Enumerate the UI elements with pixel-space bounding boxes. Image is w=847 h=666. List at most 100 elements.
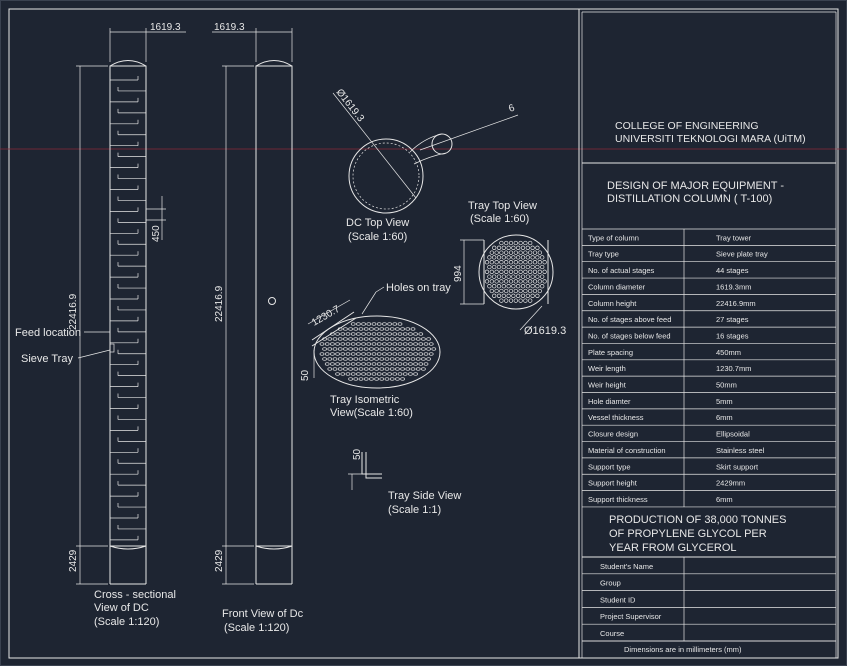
iso-hole: [340, 372, 346, 376]
support-dimension-2: 2429: [214, 549, 225, 572]
iso-hole: [366, 352, 372, 356]
tray-hole: [516, 245, 521, 250]
iso-hole: [327, 357, 333, 361]
iso-hole: [332, 367, 338, 371]
iso-hole: [335, 332, 340, 336]
tray-hole: [523, 250, 528, 255]
iso-hole: [387, 352, 392, 356]
iso-hole: [387, 332, 392, 336]
tray-hole: [508, 288, 514, 294]
iso-hole: [413, 332, 418, 336]
spec-value: 1619.3mm: [716, 282, 751, 291]
iso-hole: [319, 352, 325, 356]
tray-top-view: 994 Ø1619.3 Tray Top View (Scale 1:60): [453, 200, 566, 337]
iso-hole: [327, 337, 333, 341]
iso-hole: [389, 377, 395, 381]
iso-hole: [361, 342, 366, 346]
iso-hole: [413, 362, 418, 366]
spec-value: 5mm: [716, 397, 733, 406]
iso-hole: [332, 337, 338, 341]
iso-hole: [358, 367, 364, 371]
spec-value: Ellipsoidal: [716, 430, 750, 439]
tray-hole: [523, 269, 528, 274]
iso-hole: [379, 367, 385, 371]
iso-hole: [387, 342, 392, 346]
iso-hole: [405, 327, 411, 331]
tray-hole: [504, 250, 509, 255]
iso-hole: [395, 327, 400, 331]
tray-hole: [506, 264, 511, 270]
tray-hole: [535, 264, 540, 270]
iso-hole: [371, 322, 377, 326]
iso-hole: [345, 332, 351, 336]
iso-hole: [395, 357, 400, 361]
tray-hole: [535, 274, 540, 279]
tray-hole: [506, 274, 511, 279]
tray-hole: [508, 279, 514, 284]
tray-hole: [523, 298, 528, 303]
tray-hole: [511, 284, 516, 289]
iso-hole: [418, 362, 424, 366]
iso-hole: [363, 347, 369, 351]
iso-hole: [389, 337, 395, 341]
iso-hole: [402, 332, 408, 336]
tray-hole: [516, 255, 521, 260]
tray-hole: [508, 250, 514, 255]
iso-hole: [431, 347, 437, 351]
iso-hole: [345, 372, 351, 376]
tray-hole: [501, 284, 506, 289]
iso-hole: [405, 337, 411, 341]
iso-hole: [353, 327, 359, 331]
iso-hole: [397, 322, 403, 326]
tray-hole: [508, 260, 514, 265]
front-view-caption-1: Front View of Dc: [222, 608, 304, 620]
iso-hole: [389, 367, 395, 371]
iso-hole: [366, 332, 372, 336]
tray-hole: [504, 288, 509, 294]
iso-hole: [348, 347, 353, 351]
tray-hole: [520, 245, 526, 250]
spec-value: 16 stages: [716, 331, 749, 340]
tray-hole: [504, 240, 509, 246]
tray-hole: [518, 240, 523, 246]
spec-value: 6mm: [716, 495, 733, 504]
tray-hole: [499, 250, 504, 255]
iso-hole: [348, 337, 353, 341]
iso-hole: [423, 342, 429, 346]
iso-hole: [324, 362, 330, 366]
student-field-label: Student ID: [600, 595, 636, 604]
iso-hole: [337, 337, 343, 341]
iso-hole: [405, 367, 411, 371]
design-title-line-2: DISTILLATION COLUMN ( T-100): [607, 193, 772, 205]
iso-hole: [400, 377, 405, 381]
tray-hole: [523, 288, 528, 294]
iso-hole: [340, 342, 346, 346]
iso-caption-2: View(Scale 1:60): [330, 407, 413, 419]
tray-hole: [513, 269, 518, 274]
tray-hole: [501, 245, 506, 250]
tray-hole: [511, 274, 516, 279]
iso-hole: [395, 367, 400, 371]
spec-value: 44 stages: [716, 266, 749, 275]
production-line-3: YEAR FROM GLYCEROL: [609, 542, 737, 554]
iso-hole: [327, 367, 333, 371]
tray-hole: [511, 293, 516, 298]
iso-hole: [408, 332, 413, 336]
tray-hole: [494, 288, 499, 294]
iso-hole: [324, 342, 330, 346]
tray-hole: [492, 245, 497, 250]
tray-hole: [496, 255, 502, 260]
tray-hole: [540, 274, 545, 279]
iso-hole: [426, 337, 431, 341]
iso-hole: [376, 332, 382, 336]
tray-hole: [508, 298, 514, 303]
tray-hole: [506, 284, 511, 289]
iso-hole: [369, 347, 374, 351]
iso-hole: [423, 352, 429, 356]
tray-hole: [513, 240, 518, 246]
iso-hole: [397, 342, 403, 346]
iso-hole: [410, 357, 416, 361]
iso-hole: [400, 337, 405, 341]
tray-hole: [496, 274, 502, 279]
spec-label: Vessel thickness: [588, 413, 644, 422]
